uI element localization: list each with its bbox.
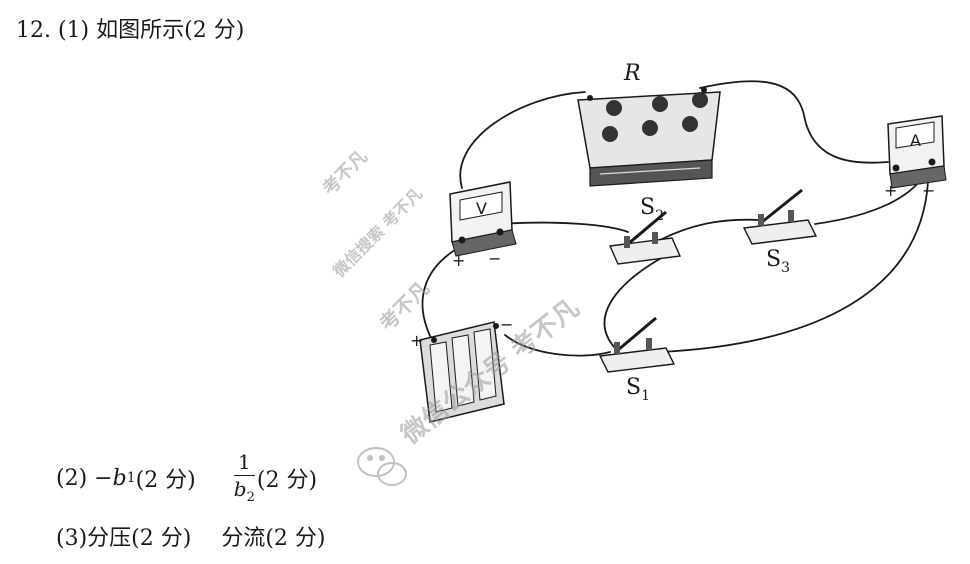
switch-s2 [608, 210, 682, 265]
part2-fraction: 1 b2 [234, 452, 255, 504]
part2-sub: 1 [126, 470, 136, 486]
ammeter-plus: + [884, 181, 897, 200]
label-voltmeter: V [476, 199, 487, 218]
label-s1: S1 [626, 375, 650, 404]
question-header: 12. (1) 如图所示(2 分) [16, 18, 245, 43]
wires [421, 80, 929, 357]
part3-text1: (3)分压(2 分) [56, 526, 192, 551]
wire-s2-loop-to-s1 [603, 251, 673, 349]
wechat-icon [357, 447, 407, 486]
part2-score2: (2 分) [256, 468, 318, 493]
battery-plus: + [410, 331, 423, 350]
label-resistor: R [623, 61, 641, 86]
ammeter [887, 115, 947, 189]
wire-s1-to-ammeter [659, 181, 929, 353]
battery-pack [419, 321, 505, 423]
switch-s1 [598, 316, 676, 373]
watermark-a: 考不凡 [318, 146, 372, 200]
wire-battery-minus-to-s1 [504, 334, 611, 357]
label-s2: S2 [640, 195, 664, 224]
battery-minus: − [500, 315, 513, 334]
switch-s3 [742, 188, 818, 245]
wire-voltmeter-to-s2 [497, 221, 629, 233]
part2-score1: (2 分) [135, 468, 196, 493]
voltmeter-plus: + [452, 251, 465, 270]
fraction-numerator: 1 [233, 452, 255, 476]
part3-text2: 分流(2 分) [221, 526, 326, 551]
wire-battery-plus-to-voltmeter [421, 247, 459, 341]
voltmeter [449, 181, 517, 257]
label-s3: S3 [766, 247, 790, 276]
part2-var: b [112, 465, 127, 491]
voltmeter-minus: − [488, 249, 501, 268]
fraction-denominator: b2 [233, 477, 255, 505]
watermark-b: 微信搜索 考不凡 [329, 184, 426, 281]
resistance-box [577, 87, 721, 187]
part2-prefix: (2) − [56, 465, 113, 491]
label-ammeter: A [910, 131, 921, 150]
wire-s2-to-s3 [659, 218, 761, 241]
watermark-c: 考不凡 [375, 276, 434, 335]
wire-voltmeter-to-resistor [459, 91, 586, 189]
ammeter-minus: − [922, 181, 935, 200]
wire-resistor-to-ammeter [699, 80, 889, 164]
answer-part3: (3)分压(2 分) 分流(2 分) [56, 520, 326, 552]
